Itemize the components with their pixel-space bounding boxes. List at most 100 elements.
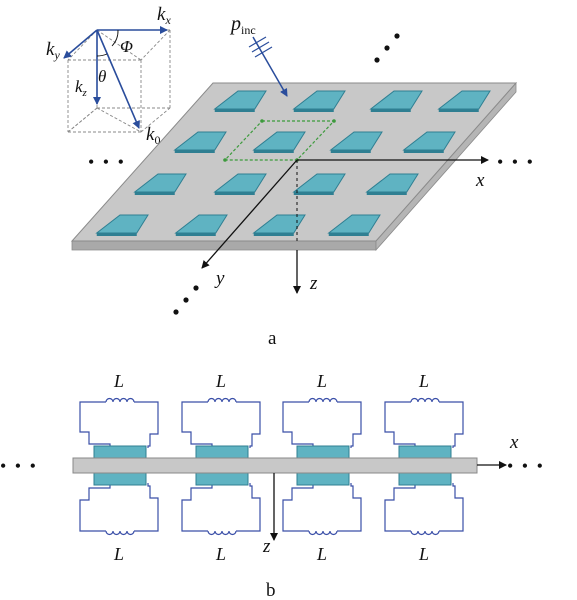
patch — [437, 90, 491, 110]
wire-upper-left — [384, 401, 416, 448]
ellipsis-right: • • • — [497, 152, 535, 172]
patch — [292, 90, 346, 110]
inductor-label: L — [316, 371, 327, 391]
z-label-a: z — [309, 273, 318, 294]
wire-upper-right — [134, 401, 159, 448]
patch-bottom — [296, 472, 350, 486]
inductor-coil — [308, 530, 338, 536]
x-label-b: x — [509, 432, 519, 453]
coordinate-axes-a: x y z — [201, 156, 489, 294]
inductor-coil — [105, 397, 135, 403]
patch-edge — [293, 109, 334, 112]
patch-edge — [175, 233, 216, 236]
inductor-label: L — [316, 544, 327, 564]
wire-lower-right — [236, 483, 261, 532]
caption-b: b — [266, 580, 276, 600]
patch — [402, 131, 456, 151]
kx-label: kx — [157, 4, 171, 27]
patch-bottom — [195, 472, 249, 486]
patch — [329, 131, 383, 151]
k0-label: k0 — [146, 124, 160, 147]
inductor-label: L — [113, 544, 124, 564]
x-label-a: x — [475, 170, 485, 191]
ky-vector — [63, 29, 98, 59]
patch-edge — [370, 109, 411, 112]
patch-edge — [253, 150, 294, 153]
patch-edge — [328, 233, 369, 236]
inductor-coil — [207, 530, 237, 536]
kz-label: kz — [75, 77, 88, 99]
circuit-cells: L L L L L L L L — [79, 371, 464, 564]
wire-upper-right — [236, 401, 261, 448]
k0-vector — [96, 29, 140, 129]
wire-lower-right — [439, 483, 464, 532]
patch — [213, 173, 267, 193]
wire-lower-left — [181, 483, 213, 532]
inductor-label: L — [215, 371, 226, 391]
patch-top — [296, 445, 350, 459]
patch-edge — [438, 109, 479, 112]
panel-b: L L L L L L L L x z • • • • • • b — [0, 371, 545, 600]
phi-arc — [111, 29, 119, 47]
patch-bottom — [398, 472, 452, 486]
patch-edge — [403, 150, 444, 153]
ellipsis-left: • • • — [88, 152, 126, 172]
wire-lower-left — [384, 483, 416, 532]
ground-plate — [70, 81, 518, 252]
inductor-coil — [410, 397, 440, 403]
patch-edge — [253, 233, 294, 236]
patch-top — [93, 445, 147, 459]
patch — [365, 173, 419, 193]
ellipsis-top-diagonal — [374, 33, 400, 63]
patch-edge — [366, 192, 407, 195]
patch — [292, 173, 346, 193]
patch — [213, 90, 267, 110]
patch-edge — [293, 192, 334, 195]
wire-upper-left — [282, 401, 314, 448]
theta-label: θ — [98, 67, 106, 86]
inductor-coil — [105, 530, 135, 536]
patch — [369, 90, 423, 110]
patch — [252, 131, 306, 151]
wire-upper-right — [337, 401, 362, 448]
inductor-label: L — [215, 544, 226, 564]
ellipsis-right-b: • • • — [507, 456, 545, 476]
wavevector-inset: kx ky kz k0 Φ θ — [46, 4, 171, 147]
ellipsis-left-b: • • • — [0, 456, 38, 476]
inset-dashed-box — [67, 29, 171, 133]
wire-upper-right — [439, 401, 464, 448]
patch-edge — [134, 192, 175, 195]
inductor-label: L — [418, 371, 429, 391]
inductor-label: L — [418, 544, 429, 564]
wire-upper-left — [181, 401, 213, 448]
ky-label: ky — [46, 39, 60, 62]
patch — [327, 214, 381, 234]
incident-wave: pinc — [229, 13, 288, 97]
patch-bottom — [93, 472, 147, 486]
patch-edge — [330, 150, 371, 153]
p-inc-label: pinc — [229, 13, 256, 37]
inductor-label: L — [113, 371, 124, 391]
patch-edge — [214, 192, 255, 195]
wire-lower-right — [134, 483, 159, 532]
ellipsis-bottom-diagonal — [173, 285, 199, 315]
theta-arc — [96, 53, 108, 57]
patch — [133, 173, 187, 193]
wire-lower-right — [337, 483, 362, 532]
patch-edge — [174, 150, 215, 153]
wire-lower-left — [282, 483, 314, 532]
inductor-coil — [207, 397, 237, 403]
inductor-coil — [308, 397, 338, 403]
wire-upper-left — [79, 401, 111, 448]
plate-cross-section — [72, 457, 478, 474]
y-axis-a — [201, 159, 298, 269]
patch-top — [398, 445, 452, 459]
wire-lower-left — [79, 483, 111, 532]
phi-label: Φ — [120, 37, 133, 56]
patch-top — [195, 445, 249, 459]
z-label-b: z — [262, 536, 271, 557]
y-label-a: y — [214, 268, 225, 289]
patch-array — [95, 90, 491, 236]
